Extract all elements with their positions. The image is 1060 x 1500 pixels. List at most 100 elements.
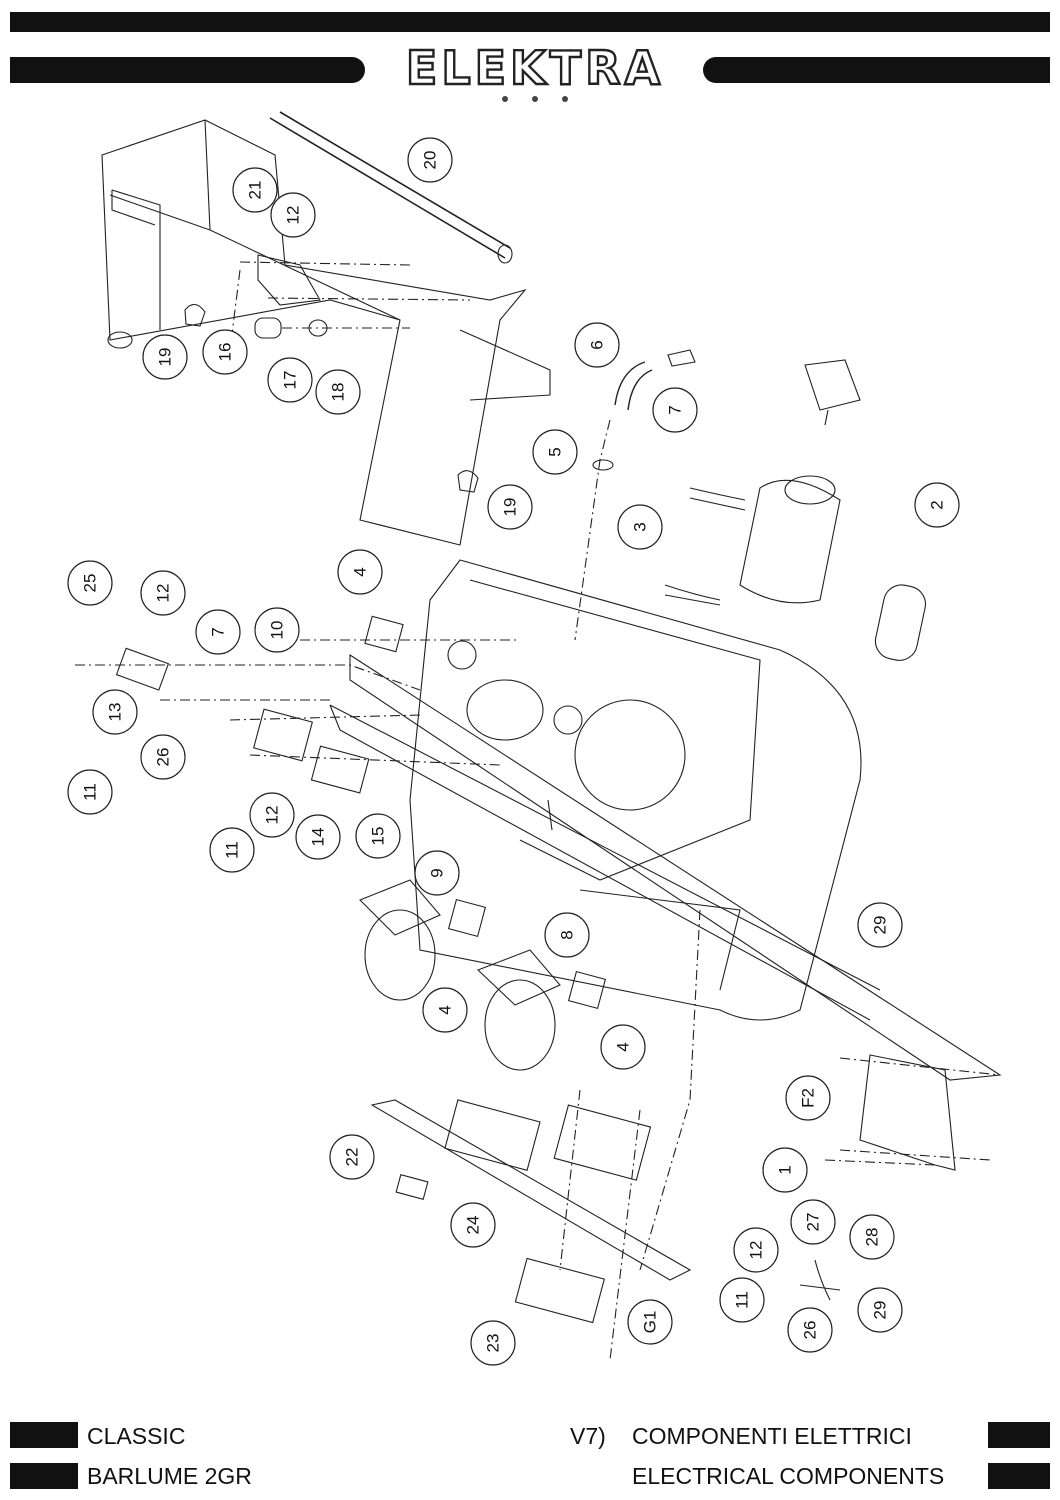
callout-label: 9 <box>428 868 447 877</box>
callout-label: 12 <box>284 206 303 225</box>
callout-2: 2 <box>914 482 960 528</box>
callout-circle <box>857 1287 903 1333</box>
callout-circle <box>329 1134 375 1180</box>
footer-right-bar-1 <box>988 1422 1050 1448</box>
callout-circle <box>414 850 460 896</box>
callout-label: 25 <box>81 574 100 593</box>
callout-circle <box>140 570 186 616</box>
callout-circle <box>67 560 113 606</box>
footer-section-title-it: COMPONENTI ELETTRICI <box>632 1423 912 1449</box>
callout-29: 29 <box>857 902 903 948</box>
footer-right-bar-2 <box>988 1463 1050 1489</box>
callout-14: 14 <box>295 814 341 860</box>
part-F2-box <box>859 1054 956 1171</box>
callout-label: 26 <box>801 1321 820 1340</box>
callout-circle <box>295 814 341 860</box>
header-right-bar <box>703 57 1050 83</box>
frame-bar <box>111 189 161 330</box>
callout-circle <box>849 1214 895 1260</box>
group-valve-right <box>476 949 561 1006</box>
callout-circle <box>532 429 578 475</box>
logo-dot <box>562 96 568 102</box>
callout-7: 7 <box>195 609 241 655</box>
callout-3: 3 <box>617 504 663 550</box>
header-left-bar <box>10 57 365 83</box>
callout-circle <box>470 1320 516 1366</box>
boiler-round <box>574 699 686 811</box>
part-22-switch <box>395 1174 429 1200</box>
callout-9: 9 <box>414 850 460 896</box>
callout-circle <box>914 482 960 528</box>
callout-circle <box>140 734 186 780</box>
pressure-switch <box>804 359 861 426</box>
callout-label: 16 <box>216 343 235 362</box>
callout-circle <box>857 902 903 948</box>
callout-circle <box>202 329 248 375</box>
brand-wordmark: ELEKTRA <box>406 41 664 95</box>
callout-12: 12 <box>270 192 316 238</box>
part-3-bracket-bottom <box>664 584 721 606</box>
callout-label: G1 <box>641 1311 660 1334</box>
callout-11: 11 <box>719 1277 765 1323</box>
part-9-probe <box>547 799 553 831</box>
callout-8: 8 <box>544 912 590 958</box>
callout-label: 10 <box>268 621 287 640</box>
callout-label: 28 <box>863 1228 882 1247</box>
callout-21: 21 <box>232 167 278 213</box>
part-2-boiler <box>739 479 841 604</box>
callout-label: 7 <box>666 405 685 414</box>
callout-1: 1 <box>762 1147 808 1193</box>
part-4-solenoid-top <box>364 615 404 653</box>
callout-circle <box>254 607 300 653</box>
callout-28: 28 <box>849 1214 895 1260</box>
callout-circle <box>450 1202 496 1248</box>
callout-12: 12 <box>733 1227 779 1273</box>
callout-26: 26 <box>140 734 186 780</box>
callout-13: 13 <box>92 689 138 735</box>
callout-24: 24 <box>450 1202 496 1248</box>
callout-label: 14 <box>309 828 328 847</box>
group-head-left <box>364 909 436 1001</box>
callout-15: 15 <box>355 813 401 859</box>
callout-F2: F2 <box>785 1075 831 1121</box>
callout-circle <box>617 504 663 550</box>
callout-22: 22 <box>329 1134 375 1180</box>
part-19-clip-lower <box>457 470 479 493</box>
callout-circle <box>544 912 590 958</box>
callout-circle <box>787 1307 833 1353</box>
callout-label: 1 <box>776 1165 795 1174</box>
callout-label: F2 <box>799 1088 818 1108</box>
leader-lines-bottom <box>559 909 701 1361</box>
callout-circle <box>574 322 620 368</box>
callout-circle <box>785 1075 831 1121</box>
part-19-clip <box>184 303 206 327</box>
callout-circle <box>315 369 361 415</box>
elektra-logo: ELEKTRA <box>405 40 664 102</box>
pump-motor <box>466 679 544 741</box>
callout-10: 10 <box>254 607 300 653</box>
leader-lines-top <box>229 261 471 351</box>
footer-section-code: V7) <box>570 1423 606 1449</box>
callout-label: 27 <box>804 1213 823 1232</box>
callout-circle <box>407 137 453 183</box>
callout-16: 16 <box>202 329 248 375</box>
part-14-switch <box>310 745 370 794</box>
callout-circle <box>337 549 383 595</box>
top-frame-inner <box>109 119 401 321</box>
fitting <box>553 705 583 735</box>
group-boiler-left <box>447 640 477 670</box>
callout-17: 17 <box>267 357 313 403</box>
callout-circle <box>790 1199 836 1245</box>
callout-18: 18 <box>315 369 361 415</box>
callout-7: 7 <box>652 387 698 433</box>
group-valve-left <box>359 879 441 936</box>
callout-label: 26 <box>154 748 173 767</box>
callout-label: 5 <box>546 447 565 456</box>
callout-11: 11 <box>209 827 255 873</box>
transformer-right <box>553 1104 652 1181</box>
part-2-capacitor <box>874 584 926 661</box>
callout-circle <box>195 609 241 655</box>
leader-hose <box>574 419 611 641</box>
